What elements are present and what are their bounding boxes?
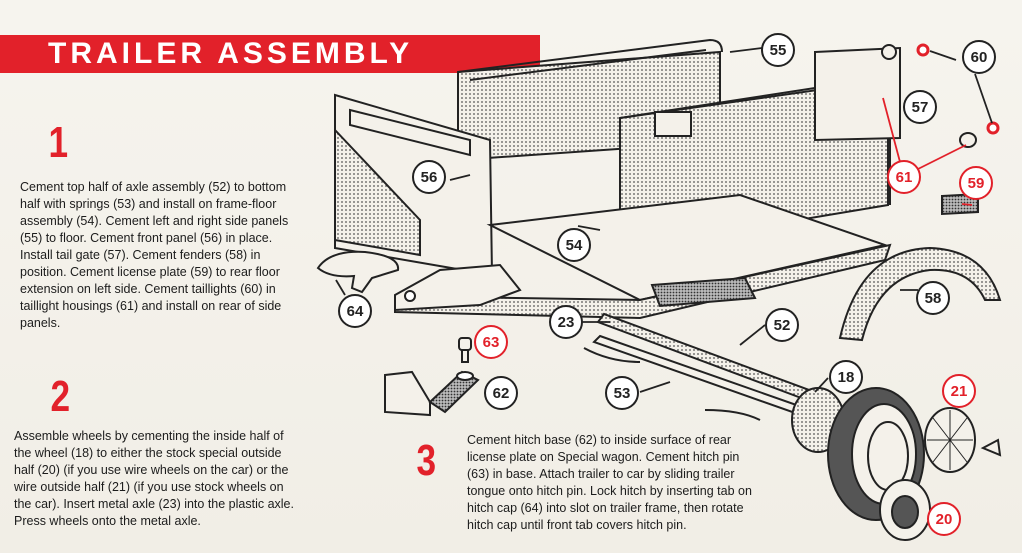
hitch-base-62 (384, 370, 480, 417)
callout-60: 60 (962, 40, 996, 74)
callout-23: 23 (549, 305, 583, 339)
svg-text:59: 59 (968, 175, 985, 192)
taillight-parts (881, 43, 1000, 148)
step-2-number: 2 (50, 372, 71, 421)
callout-20: 20 (927, 502, 961, 536)
step-2-text: Assemble wheels by cementing the inside … (14, 429, 294, 528)
fender-58 (838, 246, 1002, 342)
step-3-text: Cement hitch base (62) to inside surface… (467, 433, 752, 532)
callout-21: 21 (942, 374, 976, 408)
svg-text:54: 54 (566, 237, 583, 254)
callout-52: 52 (765, 308, 799, 342)
hitch-pin-63 (458, 337, 472, 363)
callout-54: 54 (557, 228, 591, 262)
callout-59: 59 (959, 166, 993, 200)
callout-57: 57 (903, 90, 937, 124)
svg-text:21: 21 (951, 383, 968, 400)
svg-text:58: 58 (925, 290, 942, 307)
step-1-number: 1 (48, 118, 69, 167)
callout-61: 61 (887, 160, 921, 194)
svg-text:64: 64 (347, 303, 364, 320)
leader-lines (335, 47, 993, 393)
svg-text:60: 60 (971, 49, 988, 66)
svg-text:20: 20 (936, 511, 953, 528)
callout-64: 64 (338, 294, 372, 328)
svg-text:55: 55 (770, 42, 787, 59)
callout-53: 53 (605, 376, 639, 410)
callout-62: 62 (484, 376, 518, 410)
svg-text:61: 61 (896, 169, 913, 186)
callout-55: 55 (761, 33, 795, 67)
callout-18: 18 (829, 360, 863, 394)
title-banner: TRAILER ASSEMBLY (0, 35, 540, 73)
wheel-assembly (791, 387, 1002, 541)
page-title: TRAILER ASSEMBLY (48, 37, 414, 70)
svg-text:23: 23 (558, 314, 575, 331)
axle-assembly (583, 312, 822, 421)
svg-text:52: 52 (774, 317, 791, 334)
tailgate-57 (814, 46, 901, 142)
callout-58: 58 (916, 281, 950, 315)
hitch-cap-64 (316, 250, 400, 294)
trailer-tongue (394, 263, 522, 312)
step-1-text: Cement top half of axle assembly (52) to… (20, 180, 289, 330)
callout-63: 63 (474, 325, 508, 359)
leader-lines-red (882, 97, 973, 206)
svg-text:18: 18 (838, 369, 855, 386)
svg-text:57: 57 (912, 99, 929, 116)
front-panel-56 (334, 93, 494, 277)
svg-text:63: 63 (483, 334, 500, 351)
callout-56: 56 (412, 160, 446, 194)
step-3-number: 3 (416, 436, 437, 485)
svg-text:56: 56 (421, 169, 438, 186)
floor-54 (394, 193, 892, 320)
svg-text:62: 62 (493, 385, 510, 402)
svg-text:53: 53 (614, 385, 631, 402)
